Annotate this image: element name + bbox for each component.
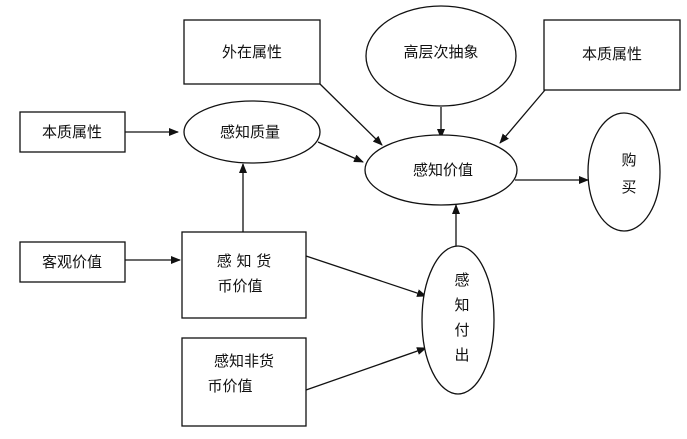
node-extrinsic-attributes: 外在属性 bbox=[183, 19, 321, 85]
node-label-line2: 币价值 bbox=[207, 377, 252, 395]
node-perceived-quality: 感知质量 bbox=[183, 100, 321, 164]
node-high-level-abstraction: 高层次抽象 bbox=[365, 5, 517, 107]
edge-extrinsic-to-value bbox=[319, 83, 383, 146]
node-purchase: 购 买 bbox=[587, 112, 661, 232]
node-label-line1: 感 bbox=[454, 271, 469, 289]
node-label: 本质属性 bbox=[582, 45, 642, 63]
node-perceived-sacrifice: 感 知 付 出 bbox=[421, 245, 495, 395]
edge-intrinsic-top-to-value bbox=[499, 89, 546, 144]
edge-quality-to-value bbox=[317, 141, 364, 163]
edges bbox=[125, 83, 589, 391]
node-label: 客观价值 bbox=[42, 253, 102, 271]
node-intrinsic-attributes-top: 本质属性 bbox=[543, 19, 681, 91]
node-perceived-monetary-price: 感 知 货 币价值 bbox=[181, 231, 307, 319]
node-label: 本质属性 bbox=[42, 123, 102, 141]
node-label-line1: 购 bbox=[621, 151, 636, 169]
node-perceived-value: 感知价值 bbox=[364, 134, 518, 206]
edge-nonmonetary-to-sacrifice bbox=[305, 347, 427, 391]
node-label-line2: 知 bbox=[454, 296, 469, 314]
node-label: 外在属性 bbox=[222, 43, 282, 61]
node-perceived-nonmonetary-price: 感知非货 币价值 bbox=[181, 337, 307, 427]
node-label-line2: 买 bbox=[621, 178, 636, 196]
node-label-line4: 出 bbox=[454, 346, 469, 364]
node-objective-price: 客观价值 bbox=[19, 241, 126, 283]
node-label-line1: 感知非货 bbox=[214, 352, 274, 370]
node-label-line3: 付 bbox=[454, 321, 469, 339]
node-label: 感知质量 bbox=[220, 123, 280, 141]
node-label: 高层次抽象 bbox=[403, 43, 478, 61]
node-label-line2: 币价值 bbox=[217, 277, 262, 295]
node-label-line1: 感 知 货 bbox=[217, 252, 272, 270]
node-label: 感知价值 bbox=[413, 161, 473, 179]
edge-monetary-to-sacrifice bbox=[305, 255, 427, 297]
node-intrinsic-attributes-left: 本质属性 bbox=[19, 111, 126, 153]
